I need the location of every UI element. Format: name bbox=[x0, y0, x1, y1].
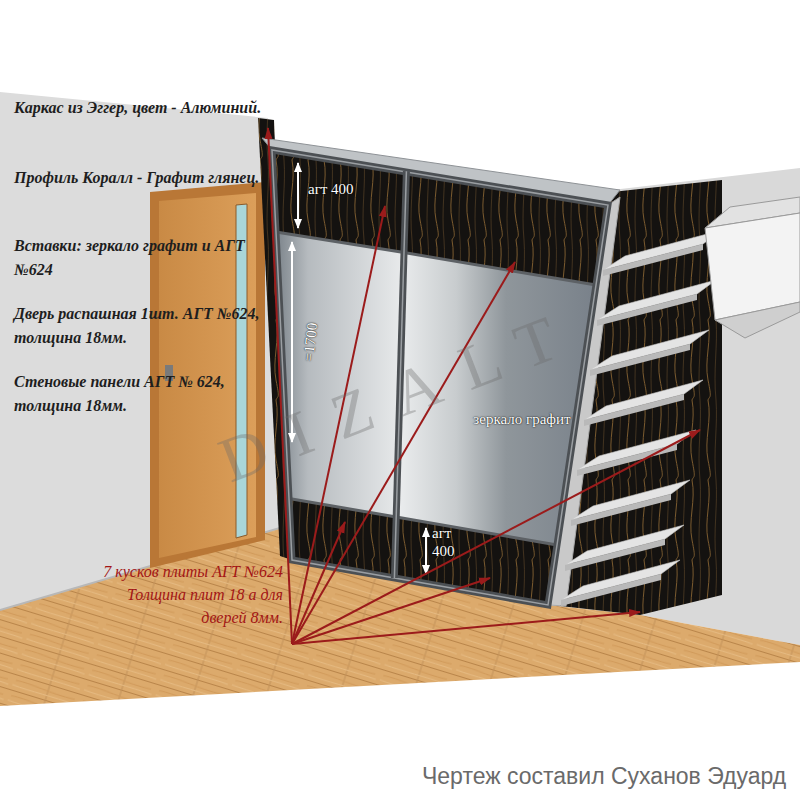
wall-box bbox=[705, 213, 800, 320]
caption: Чертеж составил Суханов Эдуард bbox=[422, 762, 786, 790]
shelf bbox=[561, 560, 680, 606]
material-note: Каркас из Эггер, цвет - Алюминий. bbox=[14, 96, 264, 120]
shelf bbox=[603, 230, 722, 276]
shelf bbox=[584, 380, 703, 426]
shelf bbox=[597, 280, 716, 326]
shelf bbox=[590, 330, 709, 376]
shelf bbox=[577, 430, 696, 476]
dimension-label: агт 400 bbox=[432, 524, 468, 560]
material-label: зеркало графит bbox=[472, 410, 572, 428]
dimension-arrow bbox=[425, 528, 427, 574]
shelf bbox=[571, 480, 690, 526]
left-wall bbox=[0, 92, 290, 610]
material-note: Дверь распашная 1шт. АГТ №624, толщина 1… bbox=[14, 302, 264, 350]
dimension-label: агт 400 bbox=[308, 180, 354, 198]
callout-note: 7 кусков плиты АГТ №624 Толщина плит 18 … bbox=[97, 560, 283, 629]
wall-box bbox=[715, 302, 800, 338]
material-note: Стеновые панели АГТ № 624, толщина 18мм. bbox=[14, 370, 264, 418]
material-note: Профиль Коралл - Графит глянец. bbox=[14, 166, 264, 190]
material-note: Вставки: зеркало графит и АГТ №624 bbox=[14, 234, 264, 282]
dimension-arrow bbox=[297, 163, 299, 228]
